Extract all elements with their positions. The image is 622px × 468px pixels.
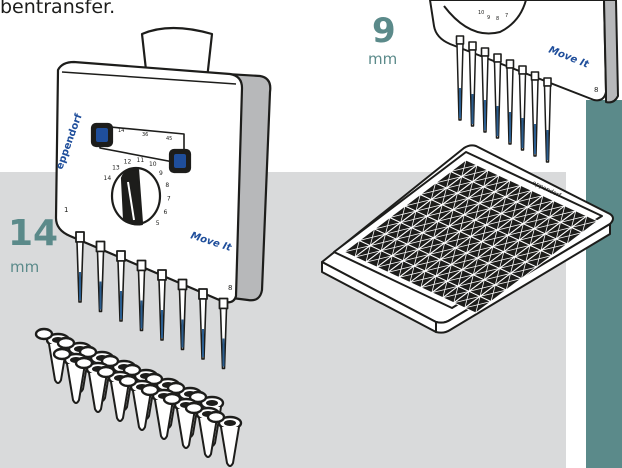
dial-number: 10 [149, 161, 157, 168]
left-pitch-value: 14 [8, 213, 59, 254]
plate-well [466, 241, 494, 259]
dial-number: 7 [167, 196, 171, 203]
pcr-tube [140, 383, 177, 440]
plate-well [463, 202, 491, 221]
plate-well [420, 275, 448, 294]
plate-well [555, 226, 584, 245]
left-tip [136, 259, 147, 332]
svg-text:8: 8 [496, 16, 499, 22]
well-plate [321, 144, 614, 334]
plate-well [505, 184, 533, 203]
svg-text:10: 10 [478, 10, 484, 16]
teal-strip [586, 100, 622, 468]
plate-well [400, 210, 428, 229]
plate-well [426, 204, 454, 222]
right-tip [493, 53, 502, 139]
svg-text:7: 7 [505, 13, 508, 19]
svg-text:36: 36 [142, 132, 148, 138]
plate-well [452, 197, 480, 216]
right-pipette [429, 0, 619, 163]
svg-text:9: 9 [487, 15, 490, 21]
left-channel-first: 1 [64, 206, 68, 214]
plate-well [435, 264, 463, 282]
right-pitch-value: 9 [372, 11, 396, 51]
left-tip [177, 278, 188, 351]
window-scale: 14 36 45 [118, 128, 172, 142]
plate-well [455, 236, 483, 254]
left-channel-last: 8 [228, 284, 232, 292]
left-tip [198, 288, 208, 360]
plate-well [391, 243, 419, 262]
right-dial-numbers: 10 9 8 7 [478, 10, 508, 22]
dial-number: 13 [112, 165, 120, 172]
right-pitch-unit: mm [368, 50, 398, 68]
pipette-side [90, 64, 272, 302]
right-tip [468, 41, 477, 127]
left-tip [157, 269, 167, 341]
right-tip [530, 71, 540, 157]
dial-number: 5 [156, 220, 160, 227]
dial-number: 9 [159, 170, 163, 177]
right-tip [455, 35, 465, 121]
plate-well [428, 242, 457, 260]
dial-number: 6 [164, 209, 168, 216]
plate-well [571, 215, 599, 233]
dial-number: 14 [104, 175, 112, 182]
left-pitch-unit: mm [10, 258, 40, 276]
plate-well [398, 265, 426, 283]
plate-well [481, 229, 509, 248]
plate-well [446, 269, 474, 287]
right-tip [518, 65, 527, 151]
plate-well [387, 260, 415, 278]
plate-well [470, 224, 498, 243]
left-tip [116, 250, 126, 322]
left-tip [95, 240, 106, 313]
dial-number: 8 [165, 182, 169, 189]
right-tip [543, 77, 552, 163]
pcr-tube [206, 410, 243, 467]
right-tip [480, 47, 490, 133]
dial-number: 11 [137, 157, 145, 164]
dial-grip [120, 168, 144, 226]
right-channel-last: 8 [594, 86, 598, 94]
plate-well [453, 290, 481, 309]
svg-text:45: 45 [166, 136, 172, 142]
left-tip [218, 297, 229, 370]
left-tips [75, 231, 229, 370]
plate-well [516, 190, 544, 208]
left-pipette [54, 26, 272, 370]
right-tips [455, 35, 552, 163]
plate-well [411, 215, 439, 234]
left-tip [75, 231, 85, 303]
right-tip [505, 59, 515, 145]
plate-well [457, 274, 485, 292]
caption-text: bentransfer. [0, 0, 116, 18]
dial-number: 12 [124, 158, 132, 165]
plate-well [492, 234, 520, 253]
pcr-tube-strip [34, 327, 243, 467]
svg-text:14: 14 [118, 128, 124, 134]
plate-wells [343, 159, 599, 314]
